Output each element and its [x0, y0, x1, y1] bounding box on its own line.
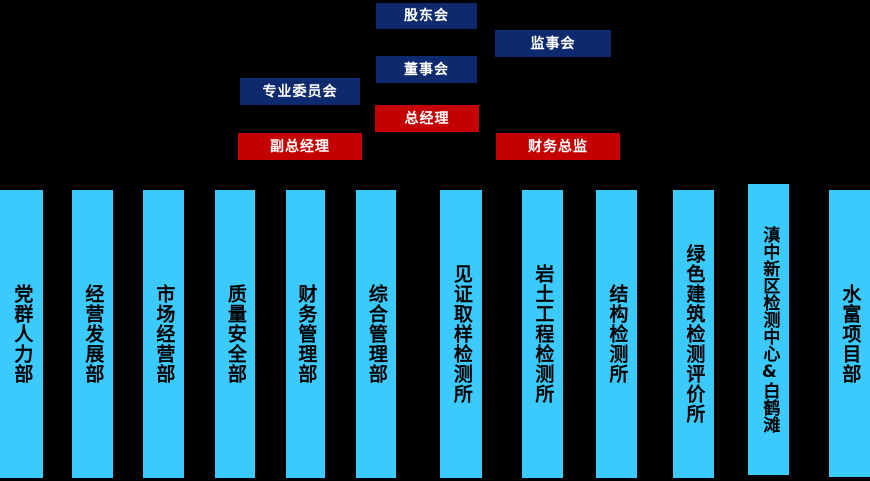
node-deputy-general-manager-label: 副总经理 [270, 138, 330, 155]
dept-column-shuifu-project[interactable]: 水富项目部 [829, 190, 870, 477]
dept-label-party-hr: 党群人力部 [11, 284, 34, 384]
dept-column-green-building[interactable]: 绿色建筑检测评价所 [673, 190, 714, 478]
dept-column-finance-mgmt[interactable]: 财务管理部 [286, 190, 325, 478]
dept-column-business-dev[interactable]: 经营发展部 [72, 190, 113, 478]
node-general-manager-label: 总经理 [404, 110, 450, 127]
dept-label-business-dev: 经营发展部 [82, 284, 105, 384]
dept-column-witness-sampling[interactable]: 见证取样检测所 [440, 190, 482, 478]
node-professional-committees-label: 专业委员会 [262, 83, 338, 100]
node-supervisory-board[interactable]: 监事会 [495, 30, 611, 57]
dept-label-structural: 结构检测所 [606, 284, 629, 384]
node-shareholders-label: 股东会 [404, 8, 449, 24]
node-cfo[interactable]: 财务总监 [496, 133, 620, 160]
dept-column-structural[interactable]: 结构检测所 [596, 190, 637, 478]
dept-column-quality-safety[interactable]: 质量安全部 [215, 190, 255, 478]
dept-column-geotechnical[interactable]: 岩土工程检测所 [522, 190, 563, 478]
dept-label-witness-sampling: 见证取样检测所 [450, 264, 473, 404]
dept-label-dianzhong: 滇中新区检测中心&白鹤滩 [759, 226, 780, 433]
dept-column-general-admin[interactable]: 综合管理部 [356, 190, 396, 478]
dept-column-dianzhong[interactable]: 滇中新区检测中心&白鹤滩 [748, 184, 789, 475]
dept-column-party-hr[interactable]: 党群人力部 [0, 190, 43, 478]
node-professional-committees[interactable]: 专业委员会 [240, 78, 360, 105]
node-cfo-label: 财务总监 [528, 138, 588, 155]
node-shareholders[interactable]: 股东会 [376, 3, 477, 29]
node-general-manager[interactable]: 总经理 [375, 105, 479, 132]
node-deputy-general-manager[interactable]: 副总经理 [238, 133, 362, 160]
dept-label-geotechnical: 岩土工程检测所 [532, 264, 555, 404]
dept-label-finance-mgmt: 财务管理部 [295, 284, 318, 384]
dept-label-quality-safety: 质量安全部 [224, 284, 247, 384]
dept-label-shuifu-project: 水富项目部 [839, 283, 862, 384]
node-board-of-directors[interactable]: 董事会 [376, 56, 477, 83]
dept-label-green-building: 绿色建筑检测评价所 [683, 244, 706, 424]
dept-column-market-ops[interactable]: 市场经营部 [143, 190, 184, 478]
node-board-of-directors-label: 董事会 [404, 61, 449, 78]
dept-label-market-ops: 市场经营部 [153, 284, 176, 384]
dept-label-general-admin: 综合管理部 [365, 284, 388, 384]
node-supervisory-board-label: 监事会 [530, 35, 576, 52]
